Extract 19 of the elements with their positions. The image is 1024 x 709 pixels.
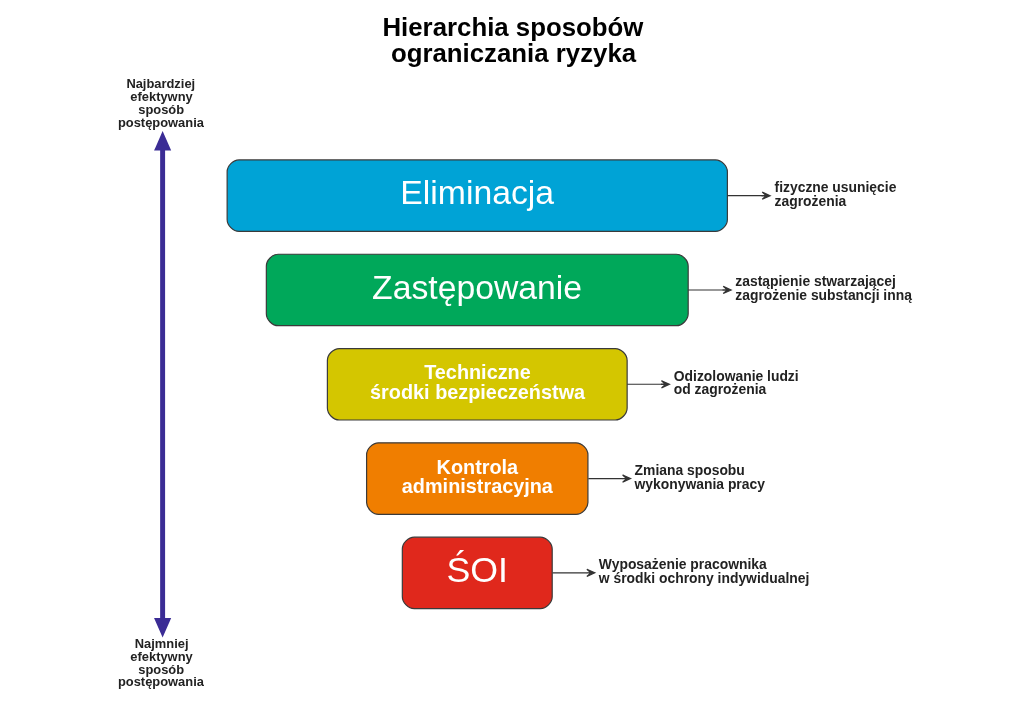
arrow [726,191,771,200]
node-box: Zastępowanie [265,253,689,327]
diagram-title: Hierarchia sposobów ograniczania ryzyka [381,12,643,67]
node-text: Najbardziej efektywny sposób postępowania [117,75,204,130]
node-text: Wyposażenie pracownika w środki ochrony indywidualnej [598,556,809,586]
arrow [687,285,732,295]
node-text: zastąpienie stwarzającej zagrożenie substancji inną [734,273,912,304]
node-text: fizyczne usunięcie zagrożenia [774,178,896,209]
arrow [153,131,171,638]
node-box: Eliminacja [226,159,728,232]
node-text: Odizolowanie ludzi od zagrożenia [673,367,799,398]
node-box: Kontrola administracyjna [365,442,589,515]
arrow [587,474,631,483]
node-box: ŚOI [401,536,553,610]
node-box: Techniczne środki bezpieczeństwa [326,347,628,421]
node-text: Najmniej efektywny sposób postępowania [117,635,204,690]
arrow [551,568,595,578]
node-text: Zmiana sposobu wykonywania pracy [634,461,765,492]
arrow [626,380,670,389]
